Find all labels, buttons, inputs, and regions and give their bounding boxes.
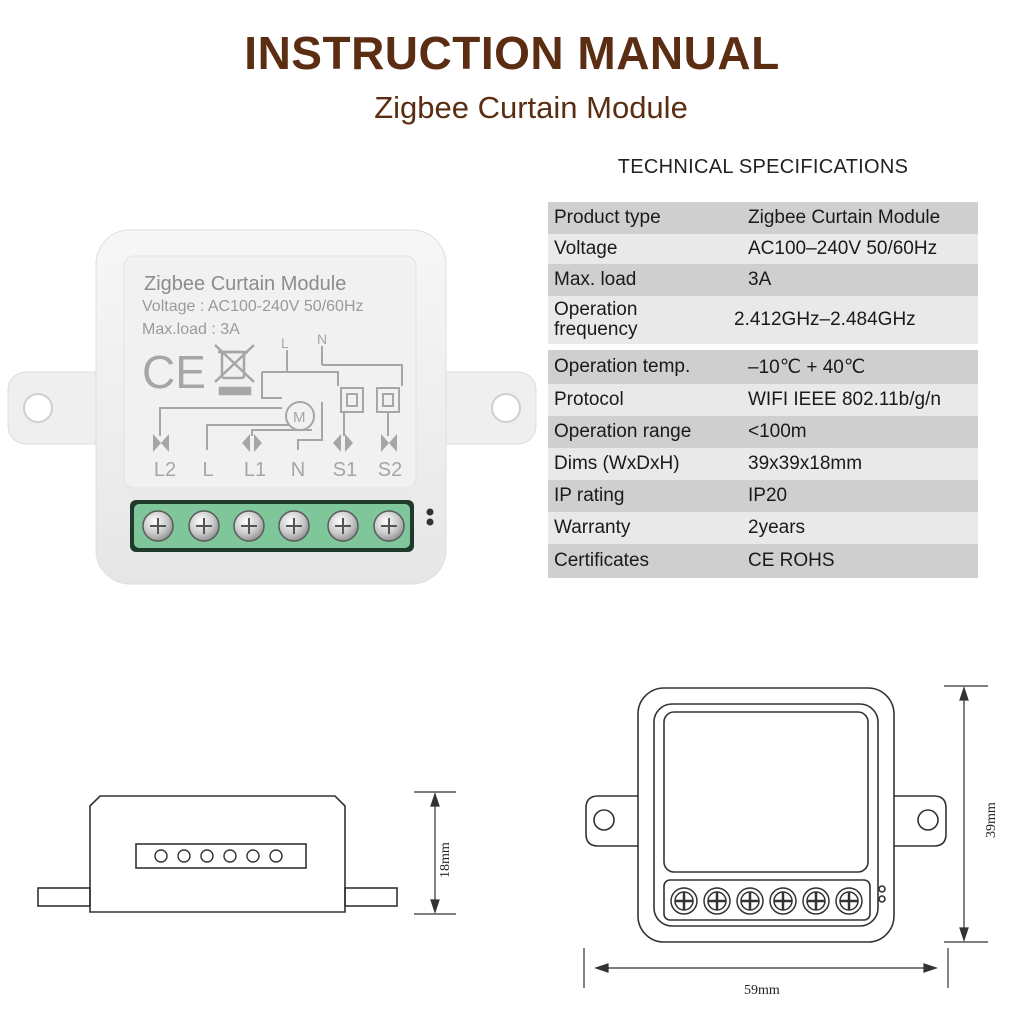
terminal-label: S2 (378, 459, 402, 481)
spec-heading: TECHNICAL SPECIFICATIONS (617, 156, 909, 178)
spec-value: 2.412GHz–2.484GHz (734, 309, 916, 330)
spec-row: Warranty 2years (548, 512, 978, 544)
spec-row: Operation frequency 2.412GHz–2.484GHz (548, 296, 978, 344)
terminal-label: S1 (333, 459, 357, 481)
side-view-hole (269, 849, 283, 863)
page-subtitle: Zigbee Curtain Module (374, 90, 688, 125)
page-title: INSTRUCTION MANUAL (244, 27, 780, 79)
spec-row: Protocol WIFI IEEE 802.11b/g/n (548, 384, 978, 416)
device-label-load: Max.load : 3A (142, 321, 240, 338)
mount-hole-left (23, 393, 53, 423)
spec-value: IP20 (748, 485, 788, 506)
spec-row: Dims (WxDxH) 39x39x18mm (548, 448, 978, 480)
spec-key: Operation frequency (554, 299, 638, 340)
device-illustration: Zigbee Curtain Module Voltage : AC100-24… (7, 229, 537, 585)
spec-key: Voltage (554, 238, 618, 259)
side-view-holes (154, 849, 283, 863)
width-dimension (583, 948, 949, 988)
spec-key: IP rating (554, 485, 625, 506)
spec-key: Certificates (554, 550, 650, 571)
device-label-voltage: Voltage : AC100-240V 50/60Hz (142, 298, 364, 315)
depth-dimension (944, 685, 988, 943)
terminal-screw (188, 510, 220, 542)
spec-value: Zigbee Curtain Module (748, 207, 941, 228)
terminal-screws (142, 510, 405, 542)
spec-key: Warranty (554, 517, 631, 538)
spec-row: Certificates CE ROHS (548, 544, 978, 578)
top-view-screw (670, 887, 698, 915)
wiring-diagram (159, 346, 403, 450)
top-view-drawing (585, 687, 947, 943)
spec-row: IP rating IP20 (548, 480, 978, 512)
wiring-label-n: N (317, 331, 327, 347)
top-view-screw (703, 887, 731, 915)
spec-key: Operation temp. (554, 356, 691, 377)
top-view-screw (769, 887, 797, 915)
height-dimension-label: 18mm (438, 842, 453, 878)
spec-key: Product type (554, 207, 661, 228)
depth-dimension-label: 39mm (984, 802, 999, 838)
mount-hole-right (491, 393, 521, 423)
device-label-name: Zigbee Curtain Module (144, 273, 346, 295)
spec-key: Protocol (554, 389, 624, 410)
spec-row: Operation temp. –10℃ + 40℃ (548, 350, 978, 384)
led-indicator (426, 508, 434, 516)
weee-bin-icon (214, 344, 255, 396)
spec-row: Voltage AC100–240V 50/60Hz (548, 234, 978, 264)
terminal-label: N (291, 459, 305, 481)
top-view-screw (802, 887, 830, 915)
spec-value: 3A (748, 269, 772, 290)
terminal-screw (373, 510, 405, 542)
top-view-screw (835, 887, 863, 915)
spec-key: Dims (WxDxH) (554, 453, 680, 474)
spec-row: Operation range <100m (548, 416, 978, 448)
spec-value: 2years (748, 517, 806, 538)
spec-value: AC100–240V 50/60Hz (748, 238, 938, 259)
wiring-label-l: L (281, 335, 289, 351)
spec-key: Operation range (554, 421, 692, 442)
led-indicator (426, 518, 434, 526)
terminal-screw (233, 510, 265, 542)
spec-value: <100m (748, 421, 807, 442)
side-view-hole (200, 849, 214, 863)
terminal-label: L2 (154, 459, 176, 481)
terminal-label: L (202, 459, 213, 481)
terminal-screw (278, 510, 310, 542)
spec-value: 39x39x18mm (748, 453, 863, 474)
side-view-hole (177, 849, 191, 863)
top-view-screws (670, 887, 863, 915)
terminal-symbols (153, 434, 397, 452)
side-view-hole (246, 849, 260, 863)
terminal-labels: L2 L L1 N S1 S2 (154, 459, 402, 481)
spec-key: Max. load (554, 269, 637, 290)
terminal-screw (142, 510, 174, 542)
ce-mark-icon: CE (142, 346, 206, 398)
dimension-drawings (37, 685, 988, 988)
top-view-screw (736, 887, 764, 915)
spec-value: WIFI IEEE 802.11b/g/n (748, 389, 941, 410)
motor-symbol-icon: M (293, 409, 306, 426)
spec-row: Product type Zigbee Curtain Module (548, 202, 978, 234)
terminal-screw (327, 510, 359, 542)
height-dimension (414, 791, 456, 915)
width-dimension-label: 59mm (744, 983, 780, 998)
spec-value: CE ROHS (748, 550, 835, 571)
spec-row: Max. load 3A (548, 264, 978, 296)
side-view-drawing (37, 795, 398, 913)
side-view-hole (154, 849, 168, 863)
spec-value: –10℃ + 40℃ (748, 356, 866, 378)
side-view-hole (223, 849, 237, 863)
terminal-label: L1 (244, 459, 266, 481)
